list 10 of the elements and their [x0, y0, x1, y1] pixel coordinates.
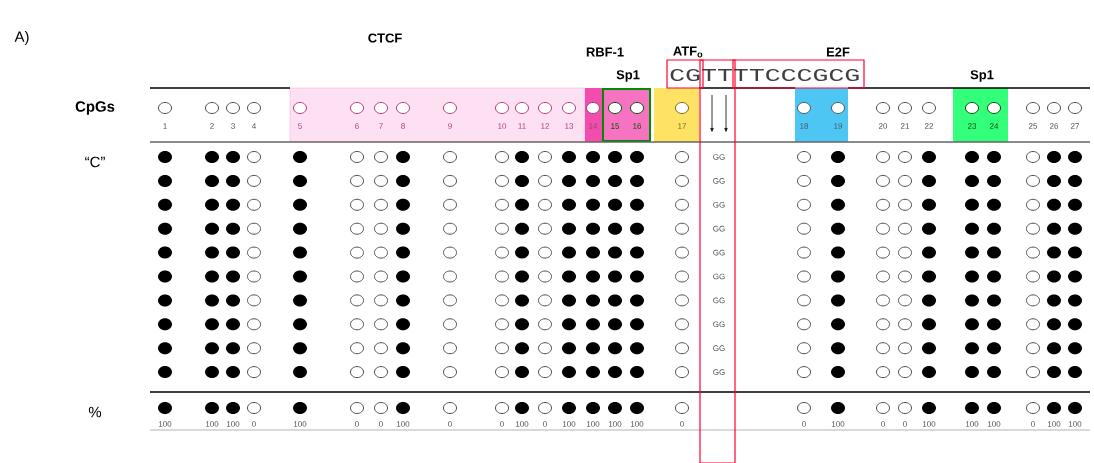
panel-label: A) — [14, 31, 29, 45]
row-label: “C” — [85, 156, 105, 168]
site-label: ATF$_{o}$ — [673, 46, 703, 58]
site-label: E2F — [827, 47, 850, 57]
site-label: CTCF — [368, 33, 402, 43]
row-label: % — [88, 406, 102, 418]
site-label: Sp1 — [970, 70, 994, 82]
site-label: RBF-1 — [586, 47, 624, 57]
site-label: Sp1 — [616, 70, 640, 82]
row-label: CpGs — [75, 101, 115, 115]
